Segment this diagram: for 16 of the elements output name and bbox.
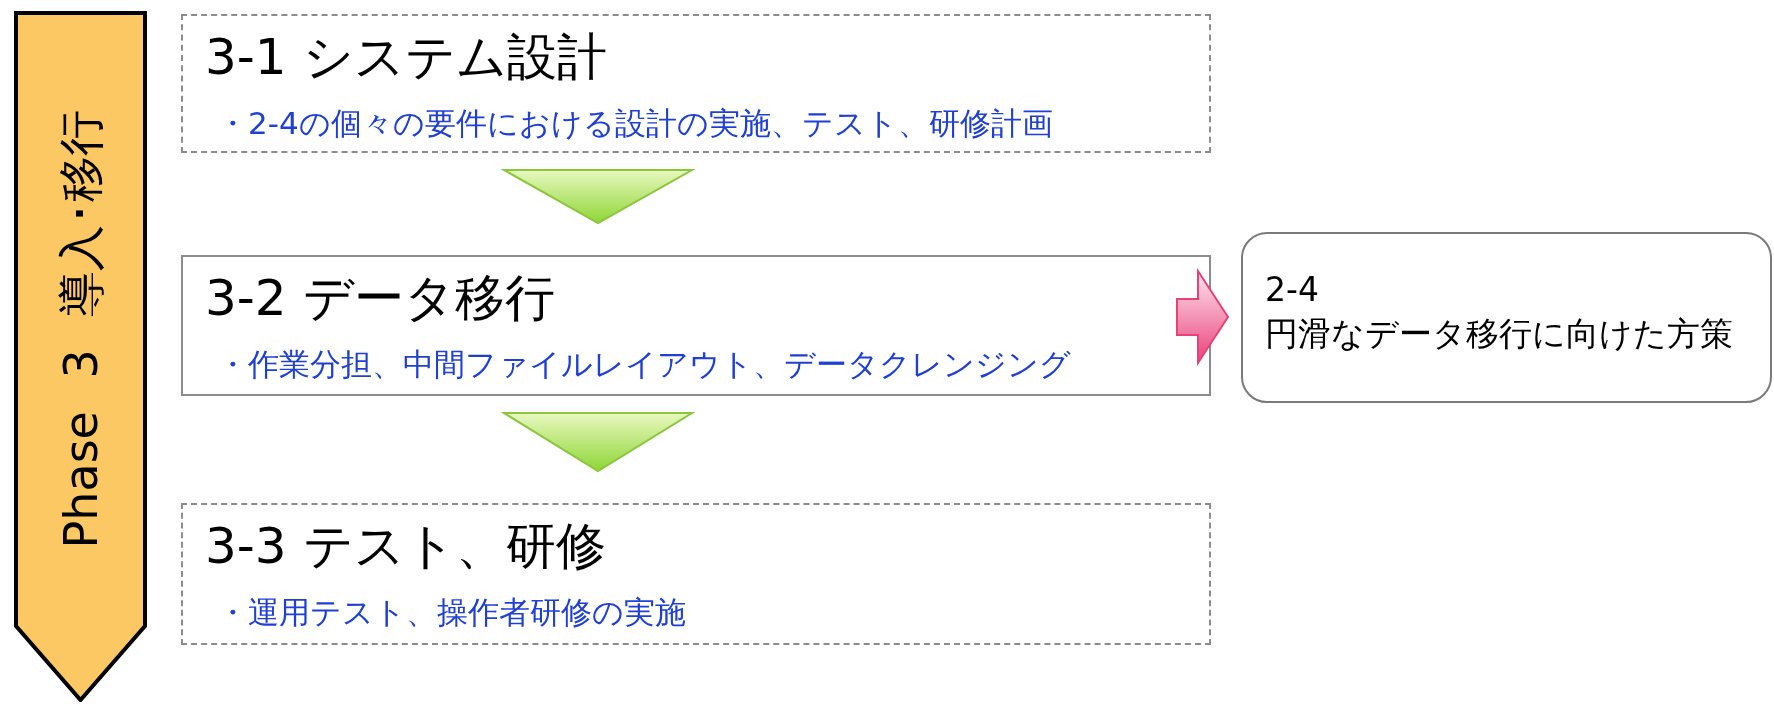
phase-label: Phase 3 導入･移行 bbox=[57, 109, 104, 548]
note-box bbox=[1241, 232, 1772, 403]
note-heading: 2-4 bbox=[1265, 272, 1319, 309]
arrow bbox=[500, 169, 696, 225]
process-box bbox=[181, 14, 1211, 153]
process-box bbox=[181, 503, 1211, 645]
step-heading: 3-3 テスト、研修 bbox=[205, 519, 606, 574]
step-description: ・2-4の個々の要件における設計の実施、テスト、研修計画 bbox=[217, 106, 1053, 141]
step-heading: 3-1 システム設計 bbox=[205, 30, 607, 85]
arrow bbox=[500, 412, 696, 473]
arrow bbox=[1176, 267, 1230, 367]
step-heading: 3-2 データ移行 bbox=[205, 271, 555, 326]
note-text: 円滑なデータ移行に向けた方策 bbox=[1265, 316, 1733, 353]
step-description: ・運用テスト、操作者研修の実施 bbox=[217, 595, 686, 630]
step-description: ・作業分担、中間ファイルレイアウト、データクレンジング bbox=[217, 347, 1071, 382]
process-box bbox=[181, 255, 1211, 396]
